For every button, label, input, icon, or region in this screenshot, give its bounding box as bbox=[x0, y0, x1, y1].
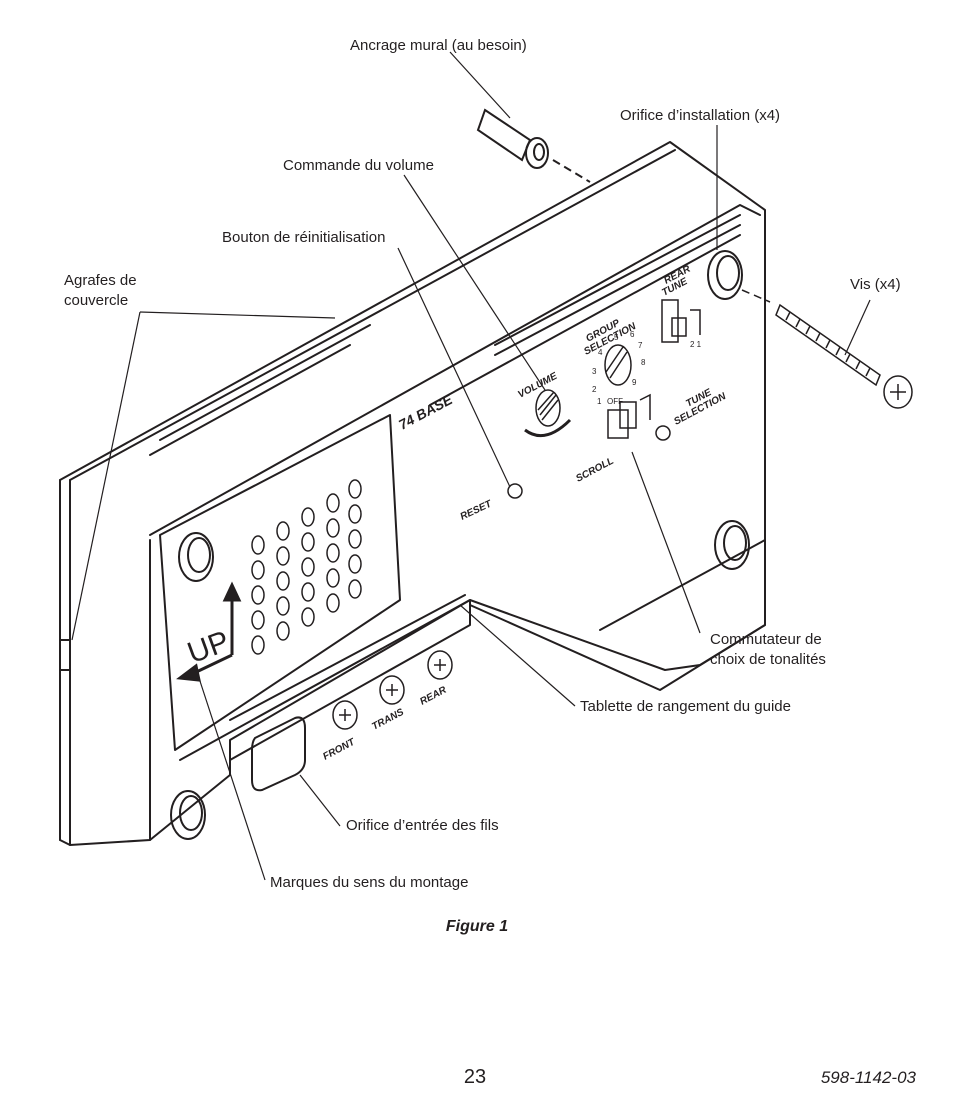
dial-number: 3 bbox=[592, 367, 597, 376]
base-label: 74 BASE bbox=[396, 391, 456, 433]
terminal-front-icon bbox=[332, 700, 358, 730]
callout-mount-hole: Orifice d’installation (x4) bbox=[620, 107, 781, 124]
callout-reset-button: Bouton de réinitialisation bbox=[222, 229, 386, 246]
dial-number: 1 bbox=[597, 397, 602, 406]
callout-tune-switch: Commutateur de choix de tonalités bbox=[710, 631, 826, 668]
group-selection-dial-icon bbox=[604, 344, 632, 386]
terminal-trans-icon bbox=[379, 675, 405, 705]
document-number: 598-1142-03 bbox=[820, 1068, 916, 1087]
terminal-rear-icon bbox=[427, 650, 453, 680]
speaker-grille bbox=[251, 479, 362, 655]
callout-guide-shelf: Tablette de rangement du guide bbox=[580, 698, 791, 715]
callout-up-marks: Marques du sens du montage bbox=[270, 874, 469, 891]
callout-screw: Vis (x4) bbox=[850, 276, 901, 293]
dial-number: 9 bbox=[632, 378, 637, 387]
volume-knob-icon bbox=[524, 389, 572, 438]
reset-button-icon bbox=[507, 483, 523, 499]
volume-label: VOLUME bbox=[516, 371, 559, 401]
rear-terminal-label: REAR bbox=[418, 684, 449, 707]
dial-number: 4 bbox=[598, 348, 603, 357]
mount-hole-top-right bbox=[707, 250, 743, 300]
front-label: FRONT bbox=[321, 736, 357, 762]
callout-wall-anchor: Ancrage mural (au besoin) bbox=[350, 37, 527, 54]
tune-selection-switch-icon bbox=[607, 393, 671, 441]
figure-caption: Figure 1 bbox=[445, 918, 509, 935]
housing-outline bbox=[59, 141, 766, 846]
dial-off: OFF bbox=[607, 397, 623, 406]
rear-positions: 2 1 bbox=[690, 340, 702, 349]
up-arrow-icon bbox=[176, 581, 242, 682]
up-label: UP bbox=[183, 625, 233, 670]
dial-number: 2 bbox=[592, 385, 597, 394]
dial-number: 8 bbox=[641, 358, 646, 367]
scroll-label: SCROLL bbox=[574, 456, 615, 485]
callout-cover-clips: Agrafes de couvercle bbox=[64, 272, 137, 309]
terminal-screws bbox=[332, 650, 453, 730]
wire-entry-hole-icon bbox=[251, 716, 306, 792]
dial-number: 6 bbox=[630, 330, 635, 339]
callout-volume-control: Commande du volume bbox=[283, 157, 434, 174]
reset-label: RESET bbox=[459, 498, 495, 522]
dial-number: 5 bbox=[614, 333, 619, 342]
callout-wire-hole: Orifice d’entrée des fils bbox=[346, 817, 499, 834]
mount-hole-top-left bbox=[178, 532, 214, 582]
rear-tune-switch-icon bbox=[661, 299, 701, 343]
trans-label: TRANS bbox=[370, 707, 406, 733]
wall-anchor-icon bbox=[476, 108, 591, 183]
dial-number: 7 bbox=[638, 341, 643, 350]
page-number: 23 bbox=[463, 1066, 487, 1088]
mount-hole-bottom-left bbox=[170, 790, 206, 840]
mount-hole-bottom-right bbox=[714, 520, 750, 570]
screw-icon bbox=[741, 289, 913, 409]
